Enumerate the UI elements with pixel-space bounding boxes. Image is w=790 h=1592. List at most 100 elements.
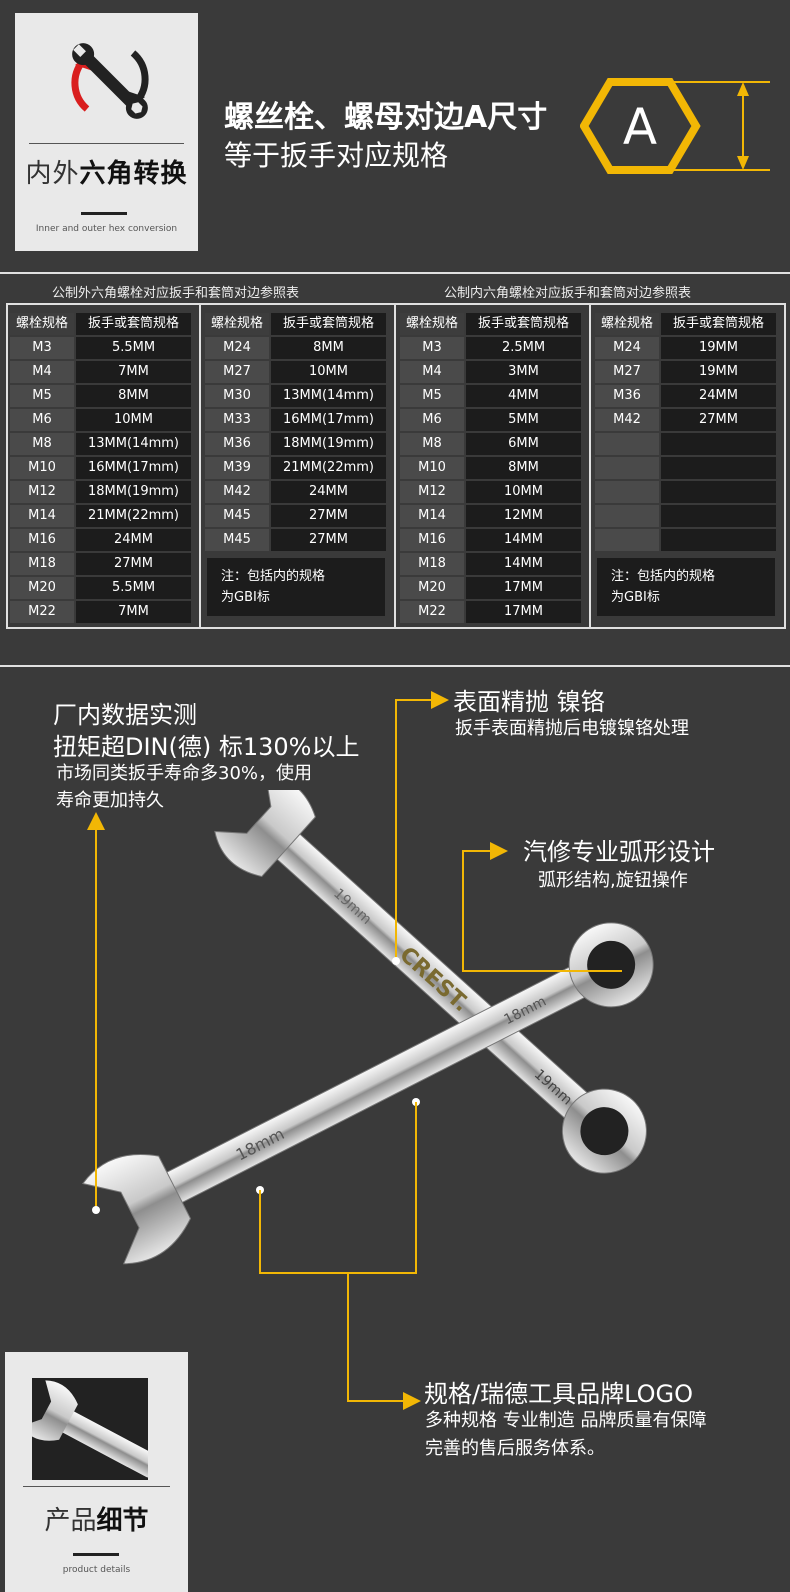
badge-divider (23, 1486, 170, 1487)
header-bolt-size: 螺栓规格 (595, 313, 659, 335)
wrench-size-cell: 12MM (466, 505, 581, 527)
bolt-size-cell: M8 (10, 433, 74, 455)
bolt-size-cell: M16 (10, 529, 74, 551)
bolt-size-cell: M18 (400, 553, 464, 575)
callout-line (259, 1272, 417, 1274)
callout-line (347, 1400, 405, 1402)
wrench-size-cell: 10MM (271, 361, 386, 383)
callout-line (415, 1102, 417, 1272)
feature-torque-title-2: 扭矩超DIN(德) 标130%以上 (53, 733, 360, 761)
feature-arc-title: 汽修专业弧形设计 (523, 838, 715, 866)
bolt-size-cell: M45 (205, 505, 269, 527)
wrench-size-cell: 6MM (466, 433, 581, 455)
section-divider-bottom (0, 665, 790, 667)
bolt-size-cell: M20 (400, 577, 464, 599)
wrench-size-cell: 5.5MM (76, 577, 191, 599)
bolt-size-cell: M3 (10, 337, 74, 359)
bolt-size-cell: M42 (205, 481, 269, 503)
bolt-size-cell (595, 481, 659, 503)
wrench-size-cell: 18MM(19mm) (271, 433, 386, 455)
callout-arrow-right (431, 691, 449, 709)
wrench-product-image: 19mm CREST. 19mm 18mm 18mm (81, 790, 654, 1265)
product-details-badge: 产品细节 product details (5, 1352, 188, 1592)
bolt-size-cell: M14 (10, 505, 74, 527)
bolt-size-cell: M45 (205, 529, 269, 551)
wrench-size-cell: 27MM (271, 505, 386, 527)
hex-letter: A (623, 98, 657, 156)
wrench-size-cell: 27MM (76, 553, 191, 575)
wrench-size-cell: 21MM(22mm) (271, 457, 386, 479)
feature-surface-desc: 扳手表面精抛后电镀镍铬处理 (455, 718, 689, 739)
wrench-size-cell: 24MM (661, 385, 776, 407)
table-title-outer: 公制外六角螺栓对应扳手和套筒对边参照表 (52, 286, 300, 301)
bolt-size-cell: M27 (205, 361, 269, 383)
callout-dot (92, 1206, 100, 1214)
wrench-size-cell: 14MM (466, 553, 581, 575)
hex-conversion-badge: 内外六角转换 Inner and outer hex conversion (15, 13, 198, 251)
header-wrench-size: 扳手或套筒规格 (76, 313, 191, 335)
wrench-size-cell: 10MM (76, 409, 191, 431)
product-details-subtitle: product details (62, 1565, 131, 1575)
subheadline: 等于扳手对应规格 (224, 139, 449, 172)
wrench-size-cell: 2.5MM (466, 337, 581, 359)
wrench-size-cell: 14MM (466, 529, 581, 551)
bolt-size-cell: M16 (400, 529, 464, 551)
wrench-size-cell (661, 481, 776, 503)
badge-subtitle: Inner and outer hex conversion (35, 224, 178, 234)
wrench-size-cell (661, 505, 776, 527)
wrench-size-cell (661, 433, 776, 455)
callout-arrow-right (490, 842, 508, 860)
callout-arrow-up (87, 812, 105, 830)
wrench-size-cell (661, 529, 776, 551)
wrench-size-cell: 10MM (466, 481, 581, 503)
wrench-size-cell: 7MM (76, 361, 191, 383)
wrench-size-cell: 17MM (466, 601, 581, 623)
wrench-rotate-icon (71, 43, 149, 119)
product-details-title: 产品细节 (44, 1506, 149, 1536)
bolt-size-cell: M27 (595, 361, 659, 383)
header-wrench-size: 扳手或套筒规格 (271, 313, 386, 335)
callout-arrow-right (403, 1392, 421, 1410)
wrench-thumbnail (20, 1378, 161, 1480)
bolt-size-cell (595, 433, 659, 455)
bolt-size-cell: M39 (205, 457, 269, 479)
header-bolt-size: 螺栓规格 (205, 313, 269, 335)
wrench-size-cell: 5MM (466, 409, 581, 431)
note-line: 注：包括内的规格 (611, 569, 716, 584)
feature-torque-title: 厂内数据实测 (53, 701, 197, 729)
wrench-size-cell: 3MM (466, 361, 581, 383)
hex-dimension-icon: A (580, 78, 770, 174)
wrench-size-cell: 27MM (271, 529, 386, 551)
bolt-size-cell: M6 (10, 409, 74, 431)
wrench-size-cell: 27MM (661, 409, 776, 431)
bolt-size-cell: M5 (10, 385, 74, 407)
bolt-size-cell: M10 (400, 457, 464, 479)
badge-divider (29, 143, 184, 144)
wrench-size-cell: 4MM (466, 385, 581, 407)
bolt-size-cell: M3 (400, 337, 464, 359)
tables-frame (6, 303, 786, 629)
bolt-size-cell: M14 (400, 505, 464, 527)
bolt-size-cell (595, 457, 659, 479)
bolt-size-cell: M5 (400, 385, 464, 407)
table-note-inner: 注：包括内的规格 为GBI标 (597, 558, 775, 616)
wrench-size-cell: 18MM(19mm) (76, 481, 191, 503)
bolt-size-cell: M30 (205, 385, 269, 407)
header-bolt-size: 螺栓规格 (10, 313, 74, 335)
wrench-size-cell: 13MM(14mm) (76, 433, 191, 455)
note-line: 为GBI标 (221, 590, 270, 605)
bolt-size-cell: M36 (595, 385, 659, 407)
wrench-size-cell: 19MM (661, 337, 776, 359)
feature-torque-desc: 市场同类扳手寿命多30%，使用 (56, 763, 313, 784)
wrench-size-cell: 5.5MM (76, 337, 191, 359)
callout-line (95, 828, 97, 1210)
header-wrench-size: 扳手或套筒规格 (661, 313, 776, 335)
wrench-size-cell: 24MM (76, 529, 191, 551)
wrench-size-cell: 16MM(17mm) (271, 409, 386, 431)
bolt-size-cell: M4 (400, 361, 464, 383)
bolt-size-cell: M6 (400, 409, 464, 431)
section-divider-top (0, 272, 790, 274)
wrench-size-cell: 8MM (271, 337, 386, 359)
feature-arc-desc: 弧形结构,旋钮操作 (538, 870, 688, 891)
table-divider-1 (199, 305, 201, 627)
